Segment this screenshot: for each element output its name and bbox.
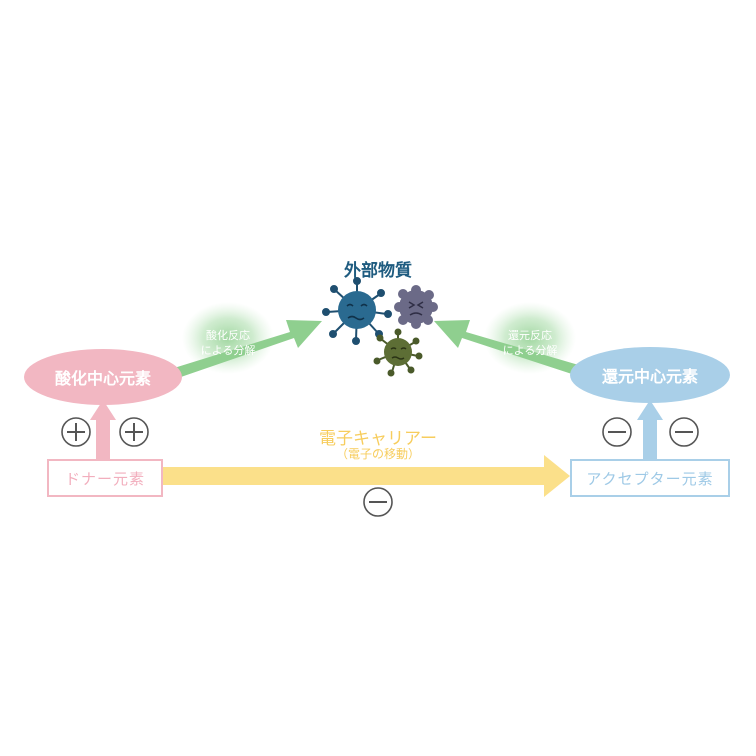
- minus-icon: [363, 487, 393, 517]
- electron-carrier-title: 電子キャリアー: [319, 429, 437, 449]
- acceptor-arrow-shaft: [643, 418, 657, 460]
- acceptor-node: アクセプター元素: [570, 459, 730, 497]
- reduction-glow: [484, 302, 576, 374]
- virus-icon: [373, 328, 423, 377]
- donor-arrow-head: [90, 400, 116, 420]
- donor-arrow-shaft: [96, 418, 110, 460]
- reduction-reaction-label: 還元反応 による分解: [503, 328, 558, 358]
- reduction-center-node: 還元中心元素: [570, 347, 730, 403]
- plus-icon: [119, 417, 149, 447]
- reduction-reaction-line1: 還元反応: [507, 329, 552, 342]
- donor-label: ドナー元素: [64, 469, 145, 488]
- reduction-arrow: [434, 320, 582, 376]
- electron-arrow-shaft: [159, 467, 547, 485]
- acceptor-label: アクセプター元素: [586, 469, 714, 488]
- external-substance-title: 外部物質: [344, 261, 412, 281]
- donor-node: ドナー元素: [47, 459, 163, 497]
- electron-arrow-head: [544, 455, 570, 497]
- oxidation-glow: [182, 302, 274, 374]
- oxidation-center-label: 酸化中心元素: [54, 369, 151, 388]
- plus-icon: [61, 417, 91, 447]
- electron-carrier-subtitle: （電子の移動）: [335, 447, 421, 461]
- oxidation-reaction-line2: による分解: [200, 344, 256, 357]
- minus-icon: [669, 417, 699, 447]
- oxidation-reaction-line1: 酸化反応: [205, 329, 250, 342]
- reduction-center-label: 還元中心元素: [601, 367, 698, 386]
- oxidation-arrow: [174, 320, 322, 378]
- acceptor-arrow-head: [637, 400, 663, 420]
- virus-icon: [322, 277, 392, 345]
- minus-icon: [602, 417, 632, 447]
- virus-icon: [394, 285, 438, 329]
- oxidation-reaction-label: 酸化反応 による分解: [201, 328, 256, 358]
- oxidation-center-node: 酸化中心元素: [24, 349, 182, 405]
- reduction-reaction-line2: による分解: [502, 344, 558, 357]
